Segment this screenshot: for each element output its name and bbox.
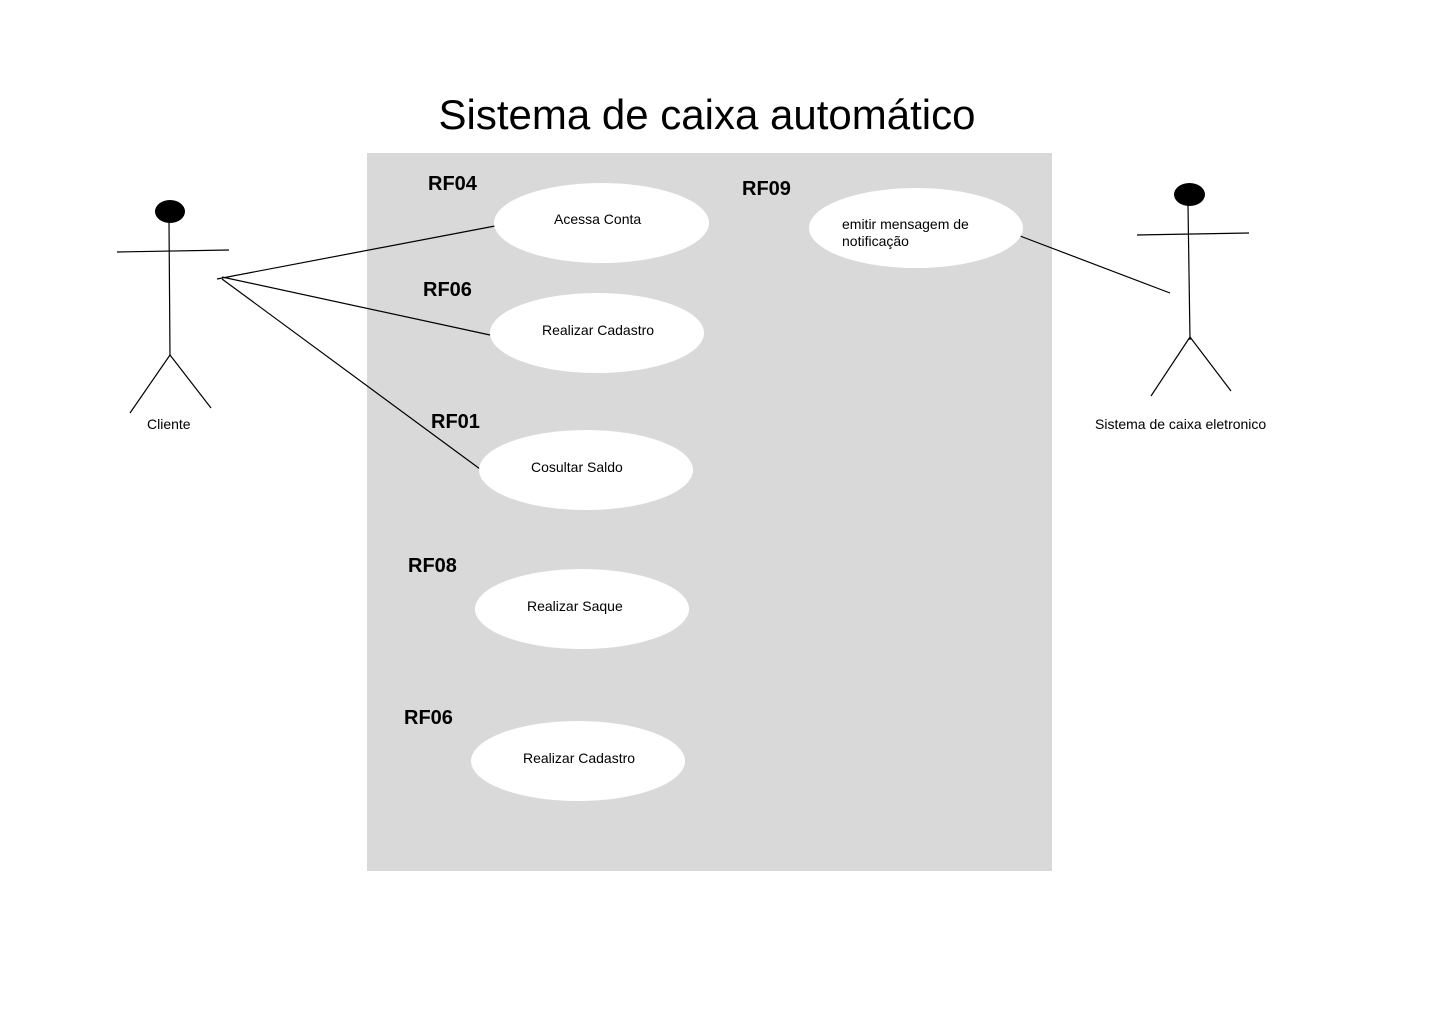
- actor-sistema-label: Sistema de caixa eletronico: [1095, 416, 1267, 432]
- use-case-label: emitir mensagem de notificação: [842, 216, 969, 249]
- actor-sistema-body: [1187, 204, 1191, 341]
- actor-sistema-figure: [1136, 204, 1250, 397]
- actor-cliente-head: [155, 200, 185, 223]
- use-case-consultar-saldo: Cosultar Saldo: [479, 430, 693, 510]
- req-id-rf01: RF01: [431, 411, 480, 433]
- actor-sistema-arms: [1136, 232, 1250, 236]
- use-case-realizar-cadastro-second: Realizar Cadastro: [471, 721, 685, 801]
- req-id-rf06: RF06: [423, 279, 472, 301]
- use-case-realizar-saque: Realizar Saque: [475, 569, 689, 649]
- association-cliente-consultar-saldo: [221, 278, 481, 470]
- use-case-label: Cosultar Saldo: [531, 459, 623, 475]
- use-case-label: Realizar Cadastro: [542, 322, 655, 338]
- actor-sistema-right-leg: [1189, 336, 1232, 392]
- use-case-emitir-mensagem: emitir mensagem de notificação: [809, 188, 1023, 268]
- actor-cliente-left-leg: [129, 354, 171, 414]
- association-sistema-emitir-mensagem: [1019, 235, 1171, 294]
- actor-cliente-arms: [116, 249, 230, 253]
- req-id-rf08: RF08: [408, 555, 457, 577]
- use-case-label: Acessa Conta: [554, 211, 642, 227]
- req-id-rf04: RF04: [428, 173, 477, 195]
- use-case-label: Realizar Cadastro: [523, 750, 636, 766]
- use-case-acessa-conta: Acessa Conta: [494, 183, 709, 263]
- actor-cliente-label: Cliente: [147, 416, 191, 432]
- use-case-label: Realizar Saque: [527, 598, 623, 614]
- req-id-rf09: RF09: [742, 178, 791, 200]
- association-cliente-realizar-cadastro: [221, 276, 491, 336]
- req-id-rf06-second: RF06: [404, 707, 453, 729]
- actor-cliente-body: [168, 221, 171, 357]
- actor-cliente-figure: [116, 221, 230, 414]
- actor-sistema-head: [1174, 183, 1205, 206]
- actor-cliente-right-leg: [169, 354, 212, 409]
- actor-sistema-left-leg: [1150, 336, 1191, 397]
- use-case-realizar-cadastro: Realizar Cadastro: [490, 293, 704, 373]
- association-cliente-acessa-conta: [216, 225, 496, 280]
- diagram-title: Sistema de caixa automático: [438, 91, 976, 138]
